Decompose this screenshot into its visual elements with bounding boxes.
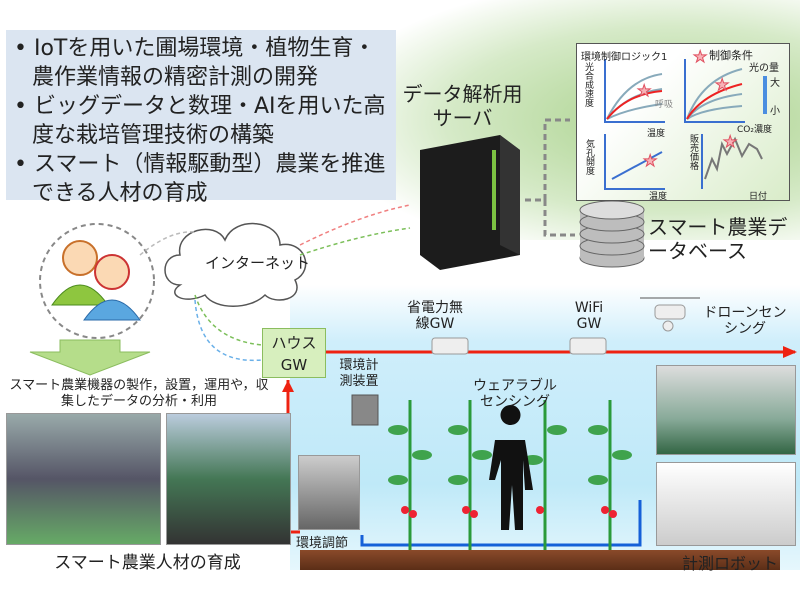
- wifi-gw-label: WiFi GW: [574, 300, 604, 332]
- env-control-label: 環境調節: [296, 536, 349, 551]
- users-icon: [51, 240, 141, 321]
- server-connectors: [525, 118, 575, 237]
- env-control-photo: [298, 455, 360, 530]
- y-label-price: 販売価格: [688, 134, 698, 170]
- database-icon: [579, 200, 645, 268]
- drone-label: ドローンセンシング: [703, 305, 787, 337]
- house-gateway: ハウスGW: [262, 328, 326, 378]
- light-large: 大: [770, 78, 780, 89]
- logic-legend: 制御条件: [709, 49, 753, 62]
- svg-text:★: ★: [637, 81, 651, 100]
- greenhouse-photo: [656, 365, 796, 455]
- svg-text:★: ★: [693, 47, 707, 66]
- respiration-label: 呼吸: [655, 100, 674, 110]
- logic-title: 環境制御ロジック1: [581, 52, 668, 63]
- goal-item: • スマート（情報駆動型）農業を推進できる人材の育成: [14, 152, 386, 206]
- worker-silhouette: [489, 405, 533, 530]
- goal-item: • IoTを用いた圃場環境・植物生育・農作業情報の精密計測の開発: [14, 36, 376, 90]
- y-label-stomata: 気孔開度: [584, 139, 594, 175]
- internet-label: インターネット: [205, 254, 311, 272]
- tomatoes: [401, 506, 617, 518]
- goal-text: スマート（情報駆動型）農業を推進できる人材の育成: [32, 152, 386, 206]
- x-label-date: 日付: [749, 192, 768, 202]
- training-caption: スマート農業人材の育成: [54, 553, 241, 573]
- wearable-label: ウェアラブルセンシング: [473, 378, 557, 410]
- plants: [408, 400, 612, 550]
- robot-label: 計測ロボット: [682, 554, 779, 573]
- goals-list: • IoTを用いた圃場環境・植物生育・農作業情報の精密計測の開発 • ビッグデー…: [6, 30, 396, 206]
- x-label-co2: CO₂濃度: [737, 125, 772, 135]
- internet-cloud: [164, 223, 307, 307]
- x-label-temp1: 温度: [647, 129, 666, 139]
- svg-text:★: ★: [715, 75, 729, 94]
- training-photo-greenhouse: [166, 413, 291, 545]
- robot-photo: [656, 462, 796, 546]
- env-device-label: 環境計測装置: [339, 358, 379, 389]
- lowpower-gw-label: 省電力無線GW: [407, 300, 463, 332]
- svg-text:★: ★: [643, 151, 657, 170]
- training-description: スマート農業機器の製作，設置，運用や，収集したデータの分析・利用: [9, 378, 269, 409]
- gateway-icons: [431, 337, 607, 355]
- logic-charts: ★ ★ ★ ★ ★: [604, 47, 767, 190]
- svg-text:★: ★: [723, 132, 737, 151]
- control-logic-panel: ★ ★ ★ ★ ★ 環境制御ロジック1 制御条件 光合成速度 呼吸 温度 光の量 大 小…: [576, 43, 790, 202]
- server-icon: [420, 135, 520, 270]
- goal-item: • ビッグデータと数理・AIを用いた高度な栽培管理技術の構築: [14, 94, 386, 148]
- env-sensor-device: [351, 394, 379, 426]
- network-lines: [139, 204, 411, 362]
- goal-text: ビッグデータと数理・AIを用いた高度な栽培管理技術の構築: [32, 94, 386, 148]
- x-label-temp2: 温度: [649, 192, 668, 202]
- y-label-photosynthesis: 光合成速度: [583, 62, 593, 107]
- drone-icon: [640, 297, 700, 332]
- down-arrow: [29, 339, 151, 376]
- light-label: 光の量: [749, 63, 779, 74]
- database-label: スマート農業データベース: [648, 215, 788, 263]
- training-photo-classroom: [6, 413, 161, 545]
- light-small: 小: [770, 106, 780, 117]
- soil-strip: [300, 550, 780, 570]
- server-label: データ解析用サーバ: [402, 82, 523, 130]
- goal-text: IoTを用いた圃場環境・植物生育・農作業情報の精密計測の開発: [32, 36, 376, 90]
